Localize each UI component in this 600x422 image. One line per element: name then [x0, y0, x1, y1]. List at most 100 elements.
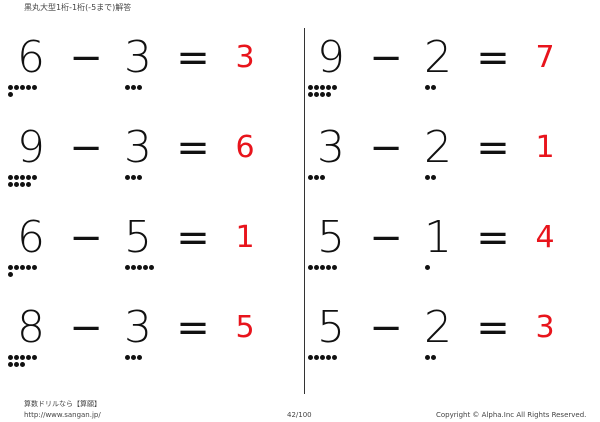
counting-dot: [320, 92, 325, 97]
equals-sign: =: [476, 35, 510, 81]
answer: 5: [235, 310, 255, 345]
counting-dot: [131, 265, 136, 270]
minuend: 9: [17, 122, 45, 173]
minuend-dots: [8, 355, 48, 369]
footer-brand: 算数ドリルなら【算願】: [24, 400, 101, 408]
counting-dot: [32, 355, 37, 360]
counting-dot: [332, 355, 337, 360]
counting-dot: [131, 85, 136, 90]
footer-url[interactable]: http://www.sangan.jp/: [24, 411, 101, 419]
counting-dot: [326, 355, 331, 360]
counting-dot: [320, 265, 325, 270]
counting-dot: [314, 355, 319, 360]
counting-dot: [26, 175, 31, 180]
counting-dot: [137, 175, 142, 180]
counting-dot: [314, 92, 319, 97]
counting-dot: [314, 175, 319, 180]
counting-dot: [26, 355, 31, 360]
counting-dot: [8, 85, 13, 90]
counting-dot: [8, 272, 13, 277]
counting-dot: [308, 355, 313, 360]
counting-dot: [20, 355, 25, 360]
minuend-dots: [308, 85, 348, 99]
counting-dot: [131, 175, 136, 180]
answer: 1: [535, 130, 555, 165]
counting-dot: [14, 85, 19, 90]
counting-dot: [8, 265, 13, 270]
equals-sign: =: [476, 125, 510, 171]
subtrahend-dots: [425, 265, 465, 272]
subtrahend: 2: [424, 32, 452, 83]
counting-dot: [14, 355, 19, 360]
counting-dot: [8, 92, 13, 97]
counting-dot: [149, 265, 154, 270]
minuend: 5: [317, 212, 345, 263]
equals-sign: =: [476, 215, 510, 261]
minuend: 3: [317, 122, 345, 173]
equals-sign: =: [176, 305, 210, 351]
answer: 3: [235, 40, 255, 75]
minus-sign: −: [69, 215, 103, 261]
equals-sign: =: [476, 305, 510, 351]
counting-dot: [425, 265, 430, 270]
counting-dot: [8, 362, 13, 367]
problem: 6−5=1: [8, 213, 298, 303]
page-number: 42/100: [287, 411, 312, 419]
counting-dot: [125, 355, 130, 360]
subtrahend-dots: [425, 175, 465, 182]
counting-dot: [14, 362, 19, 367]
subtrahend-dots: [425, 85, 465, 92]
counting-dot: [320, 85, 325, 90]
counting-dot: [26, 182, 31, 187]
minuend: 8: [17, 302, 45, 353]
counting-dot: [332, 85, 337, 90]
counting-dot: [332, 265, 337, 270]
minus-sign: −: [369, 35, 403, 81]
counting-dot: [20, 362, 25, 367]
counting-dot: [14, 175, 19, 180]
counting-dot: [8, 175, 13, 180]
counting-dot: [431, 175, 436, 180]
counting-dot: [125, 85, 130, 90]
subtrahend-dots: [125, 85, 165, 92]
minuend: 6: [17, 212, 45, 263]
subtrahend: 3: [124, 32, 152, 83]
problem: 3−2 = 1: [308, 123, 598, 213]
counting-dot: [326, 85, 331, 90]
problem: 6−3=3: [8, 33, 298, 123]
minuend: 9: [317, 32, 345, 83]
counting-dot: [20, 85, 25, 90]
subtrahend: 2: [424, 122, 452, 173]
equals-sign: =: [176, 215, 210, 261]
counting-dot: [314, 85, 319, 90]
counting-dot: [425, 175, 430, 180]
minus-sign: −: [369, 125, 403, 171]
counting-dot: [320, 355, 325, 360]
answer: 7: [535, 40, 555, 75]
problem: 9−2 = 7: [308, 33, 598, 123]
counting-dot: [308, 85, 313, 90]
counting-dot: [308, 92, 313, 97]
counting-dot: [137, 355, 142, 360]
minuend: 6: [17, 32, 45, 83]
counting-dot: [125, 265, 130, 270]
counting-dot: [20, 182, 25, 187]
counting-dot: [8, 355, 13, 360]
counting-dot: [20, 175, 25, 180]
answer: 1: [235, 220, 255, 255]
subtrahend: 1: [424, 212, 452, 263]
subtrahend-dots: [125, 175, 165, 182]
counting-dot: [32, 175, 37, 180]
counting-dot: [431, 85, 436, 90]
counting-dot: [32, 85, 37, 90]
equals-sign: =: [176, 125, 210, 171]
counting-dot: [32, 265, 37, 270]
counting-dot: [14, 182, 19, 187]
counting-dot: [308, 265, 313, 270]
minuend-dots: [8, 175, 48, 189]
counting-dot: [26, 85, 31, 90]
counting-dot: [8, 182, 13, 187]
minus-sign: −: [69, 305, 103, 351]
minus-sign: −: [369, 305, 403, 351]
problem: 5−2=3: [308, 303, 598, 393]
